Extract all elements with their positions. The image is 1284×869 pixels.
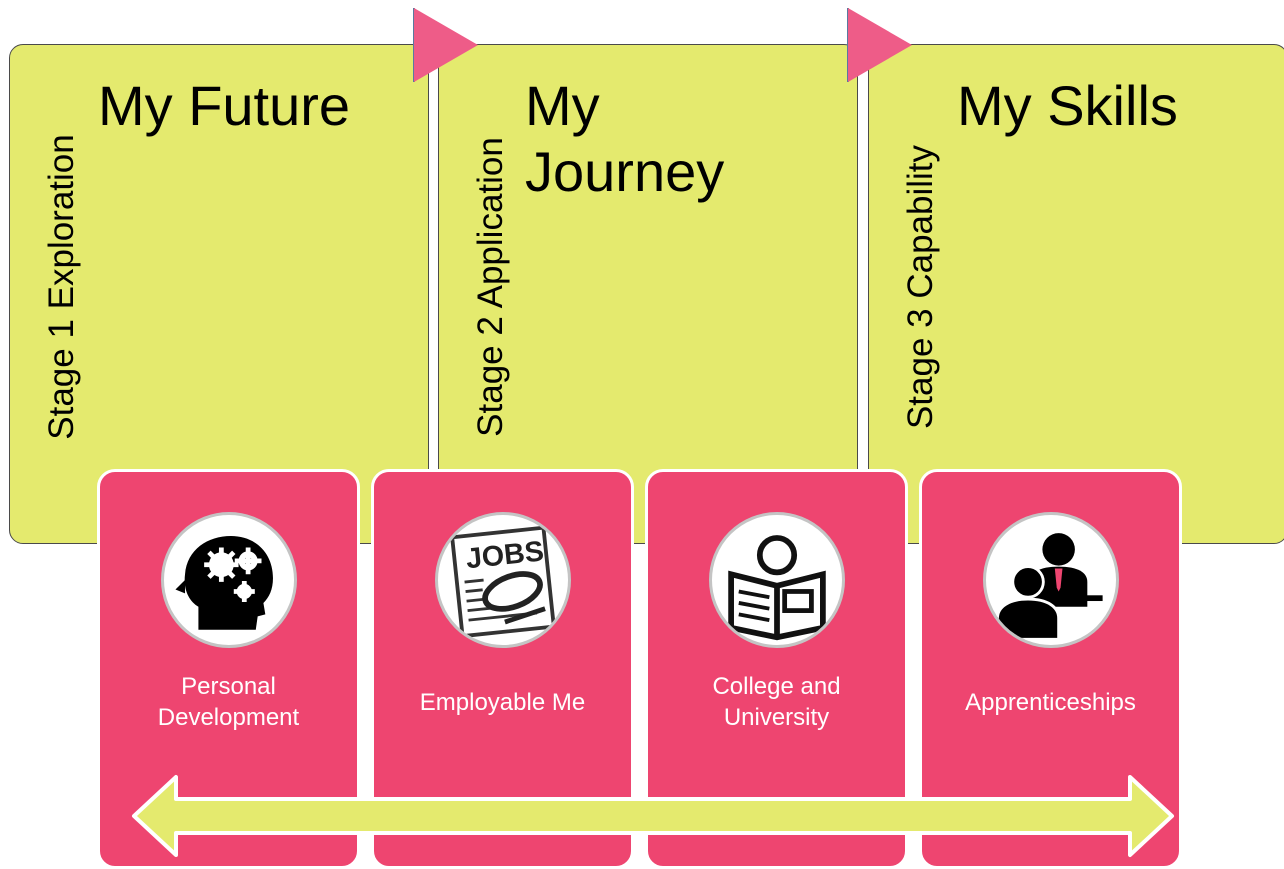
stage-title-2: My Journey bbox=[525, 74, 725, 203]
stage-arrow-flag-2 bbox=[848, 8, 912, 82]
heading-strip bbox=[0, 0, 1284, 40]
stage-label-1: Stage 1 Exploration bbox=[42, 134, 81, 440]
head-gears-icon bbox=[160, 512, 297, 648]
stage-arrow-flag-1 bbox=[414, 8, 478, 82]
topic-label-college-university: College and University bbox=[712, 673, 841, 731]
jobs-newspaper-icon: JOBS bbox=[434, 512, 571, 648]
stage-label-3: Stage 3 Capability bbox=[901, 144, 940, 430]
topic-label-apprenticeships: Apprenticeships bbox=[965, 688, 1136, 716]
topic-label-employable-me: Employable Me bbox=[419, 688, 586, 716]
stage-box-3: Stage 3 Capability My Skills bbox=[868, 44, 1284, 544]
stage-box-1: Stage 1 Exploration My Future bbox=[9, 44, 429, 544]
mentor-apprentice-icon bbox=[982, 512, 1119, 648]
reading-person-icon bbox=[708, 512, 845, 648]
stage-label-2: Stage 2 Application bbox=[471, 137, 510, 437]
stage-title-3: My Skills bbox=[957, 74, 1178, 137]
double-headed-arrow-icon bbox=[132, 775, 1174, 857]
stage-title-1: My Future bbox=[98, 74, 351, 137]
topic-label-personal-development: Personal Development bbox=[157, 673, 300, 731]
